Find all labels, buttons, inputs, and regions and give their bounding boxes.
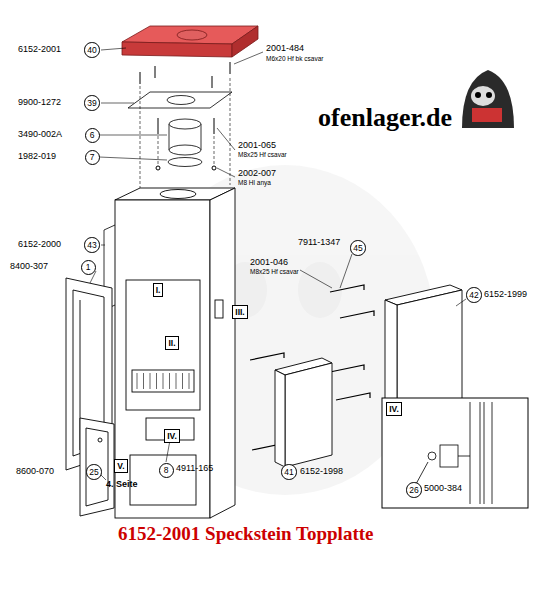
grate-bar (163, 373, 164, 389)
screw-spec: M8 Hl anya (238, 179, 271, 186)
grate-bar (176, 373, 177, 389)
callout-text: 39 (87, 99, 96, 108)
detail-inset (382, 398, 528, 508)
part-number: 6152-2000 (18, 240, 61, 250)
part-number: 1982-019 (18, 152, 56, 162)
callout-text: 7 (90, 153, 95, 162)
view-marker: II. (165, 336, 178, 350)
callout-text: 26 (409, 486, 418, 495)
view-marker: III. (232, 305, 247, 319)
leader-lines (90, 48, 466, 480)
callout-text: III. (235, 308, 244, 317)
part-number: 4. Seite (106, 480, 138, 490)
part-number: 3490-002A (18, 130, 62, 140)
part-number: 8600-070 (16, 467, 54, 477)
part-number: 2001-046 (250, 258, 288, 268)
front-stone (275, 358, 332, 467)
part-number: 6152-2001 (18, 45, 61, 55)
callout-number: 1 (81, 260, 96, 275)
part-number: 5000-384 (424, 484, 462, 494)
callout-number: 45 (350, 240, 365, 255)
cover-plate (128, 92, 232, 108)
screws (140, 62, 230, 170)
grate-bar (143, 373, 144, 389)
part-number: 2001-065 (238, 141, 276, 151)
soapstone-top-plate (122, 26, 258, 57)
view-marker: IV. (164, 429, 180, 443)
grate-bar (182, 373, 183, 389)
view-marker: V. (114, 459, 127, 473)
stove-body (115, 188, 235, 518)
screw-spec: M8x25 Hf csavar (238, 151, 287, 158)
callout-text: 8 (164, 466, 169, 475)
grate-bar (169, 373, 170, 389)
callout-number: 26 (406, 482, 421, 497)
callout-number: 41 (281, 464, 296, 479)
callout-number: 42 (466, 287, 481, 302)
part-number: 7911-1347 (298, 238, 340, 248)
assembly-lines (140, 78, 230, 188)
callout-number: 8 (159, 463, 174, 478)
callout-number: 40 (84, 42, 99, 57)
part-number: 6152-1999 (484, 290, 527, 300)
callout-text: 43 (87, 241, 96, 250)
callout-number: 43 (84, 237, 99, 252)
part-number: 6152-1998 (300, 467, 343, 477)
grate (137, 373, 189, 389)
grate-bar (150, 373, 151, 389)
view-marker: IV. (386, 402, 402, 416)
ash-door (80, 418, 114, 516)
part-number: 8400-307 (10, 262, 48, 272)
grate-bar (137, 373, 138, 389)
callout-text: 41 (284, 468, 293, 477)
screw-spec: M6x20 Hf bk csavar (266, 55, 323, 62)
callout-text: IV. (389, 405, 399, 414)
callout-text: II. (168, 339, 175, 348)
callout-number: 6 (85, 128, 100, 143)
callout-text: 1 (86, 263, 91, 272)
view-marker: I. (153, 283, 164, 297)
callout-number: 25 (86, 464, 101, 479)
part-number: 2002-007 (238, 169, 276, 179)
title: 6152-2001 Speckstein Topplatte (118, 524, 373, 545)
logo-text: ofenlager.de (318, 104, 452, 133)
part-number: 4911-165 (176, 464, 213, 474)
part-number: 2001-484 (266, 44, 304, 54)
screw-spec: M8x25 Hf csavar (250, 268, 299, 275)
flue-collar (168, 119, 202, 167)
callout-text: 25 (89, 468, 98, 477)
callout-text: I. (156, 286, 161, 295)
callout-number: 7 (85, 150, 100, 165)
grate-bar (156, 373, 157, 389)
callout-text: 6 (90, 131, 95, 140)
callout-text: 40 (87, 46, 96, 55)
callout-text: 45 (353, 244, 362, 253)
logo-mascot (462, 70, 514, 128)
callout-text: IV. (167, 432, 177, 441)
callout-text: V. (117, 462, 124, 471)
callout-number: 39 (84, 95, 99, 110)
callout-text: 42 (469, 291, 478, 300)
grate-bar (189, 373, 190, 389)
part-number: 9900-1272 (18, 98, 61, 108)
